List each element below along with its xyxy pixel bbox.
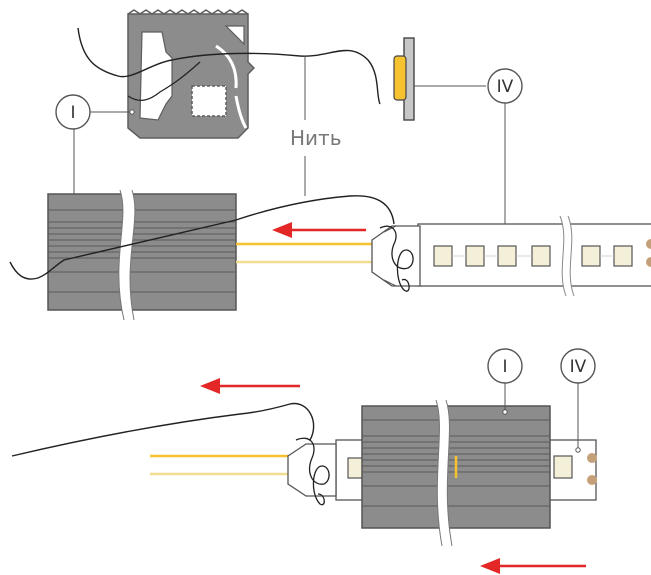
thread-middle: [9, 195, 395, 280]
callout-i-bottom: I: [487, 348, 523, 415]
aluminium-profile-top: [47, 189, 237, 321]
callout-iv-bottom-label: IV: [570, 357, 587, 377]
wires-bottom: [150, 454, 292, 476]
end-cap-side-view: [393, 37, 415, 121]
red-arrow-bottom-left: [200, 378, 300, 394]
direction-arrow-icon: [272, 222, 366, 238]
thread-bottom: [11, 402, 315, 457]
wires-top: [236, 242, 372, 264]
thread-knot-top: [379, 225, 414, 292]
thread-label: Нить: [290, 126, 341, 150]
end-cap-tool: [127, 9, 256, 139]
callout-iv-top-label: IV: [497, 77, 514, 97]
thread-top: [77, 27, 381, 105]
callout-i-top-label: I: [70, 103, 75, 123]
thread-top-loop: [127, 61, 201, 101]
callout-iv-top: IV: [414, 68, 523, 237]
aluminium-profile-bottom: [361, 399, 551, 547]
red-arrow-bottom-right: [480, 558, 586, 574]
callout-i-bottom-label: I: [502, 357, 507, 377]
led-strip-top: [371, 215, 651, 297]
callout-i-top: I: [55, 94, 135, 203]
thread-knot-bottom: [295, 437, 330, 506]
callout-iv-bottom: IV: [560, 348, 596, 453]
